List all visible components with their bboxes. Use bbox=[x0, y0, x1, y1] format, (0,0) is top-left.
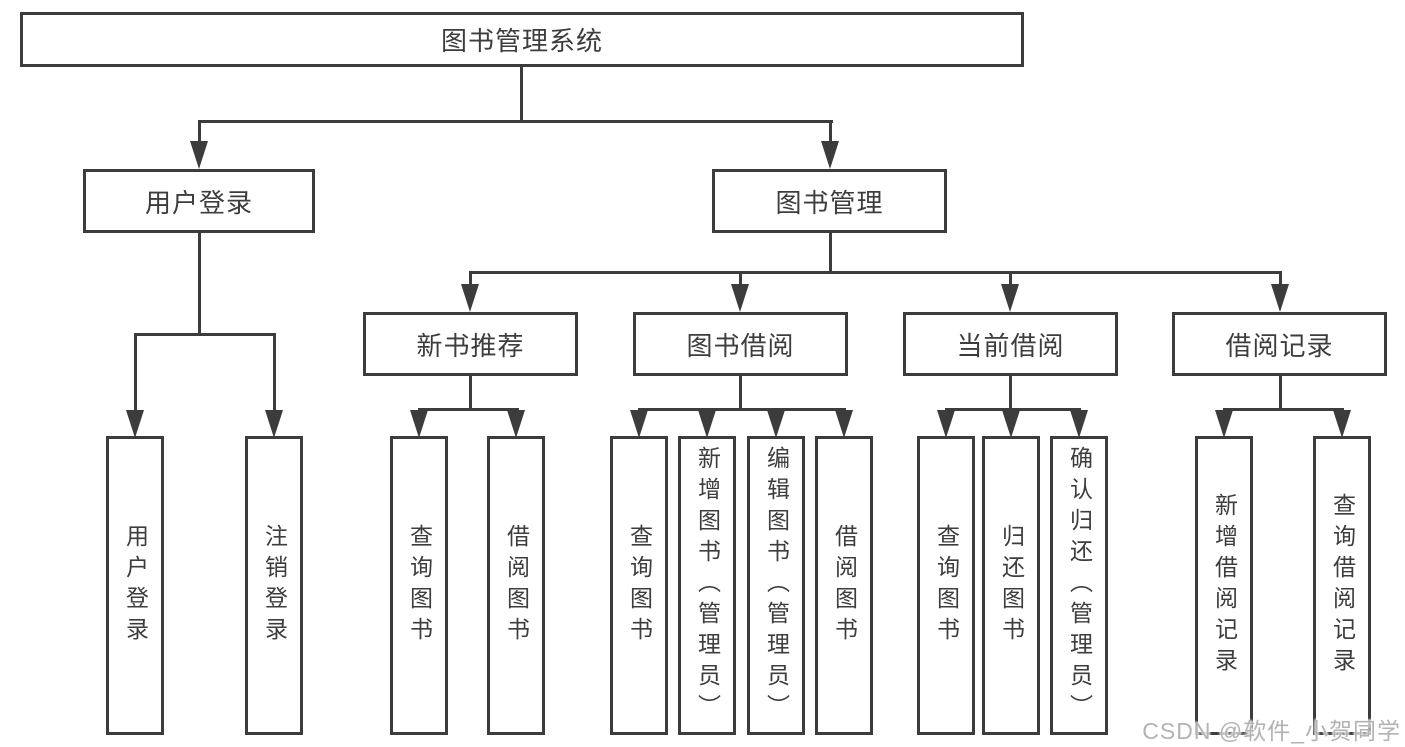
leaf-recommend-borrow-books: 借阅图书 bbox=[487, 436, 545, 735]
node-user-login: 用户登录 bbox=[83, 169, 315, 233]
node-borrow-records-label: 借阅记录 bbox=[1225, 330, 1334, 361]
connector-line bbox=[638, 408, 846, 411]
connector-line bbox=[1009, 376, 1012, 408]
leaf-recommend-borrow-books-label: 借阅图书 bbox=[503, 523, 530, 648]
arrowhead bbox=[731, 284, 749, 312]
leaf-confirm-return-admin: 确认归还（管理员） bbox=[1050, 436, 1108, 735]
connector-line bbox=[418, 408, 519, 411]
node-borrow-records: 借阅记录 bbox=[1172, 312, 1387, 376]
arrowhead bbox=[767, 410, 785, 438]
arrowhead bbox=[461, 284, 479, 312]
leaf-query-borrow-record-label: 查询借阅记录 bbox=[1329, 492, 1356, 679]
node-book-borrow: 图书借阅 bbox=[633, 312, 848, 376]
connector-line bbox=[469, 271, 1282, 274]
node-new-book-recommend-label: 新书推荐 bbox=[416, 330, 525, 361]
connector-line bbox=[1279, 271, 1282, 288]
leaf-borrow-books: 借阅图书 bbox=[815, 436, 873, 735]
arrowhead bbox=[1215, 410, 1233, 438]
connector-line bbox=[134, 333, 276, 336]
connector-line bbox=[739, 376, 742, 408]
connector-line bbox=[520, 67, 523, 123]
leaf-add-borrow-record: 新增借阅记录 bbox=[1195, 436, 1253, 735]
leaf-logout-label: 注销登录 bbox=[261, 523, 288, 648]
leaf-recommend-query-books: 查询图书 bbox=[390, 436, 448, 735]
connector-line bbox=[273, 333, 276, 411]
arrowhead bbox=[1002, 410, 1020, 438]
connector-line bbox=[829, 232, 832, 271]
connector-line bbox=[469, 376, 472, 408]
leaf-add-borrow-record-label: 新增借阅记录 bbox=[1211, 492, 1238, 679]
leaf-recommend-query-books-label: 查询图书 bbox=[406, 523, 433, 648]
arrowhead bbox=[1001, 284, 1019, 312]
node-book-management: 图书管理 bbox=[712, 169, 947, 233]
arrowhead bbox=[1271, 284, 1289, 312]
leaf-borrow-query-books-label: 查询图书 bbox=[626, 523, 653, 648]
leaf-edit-books-admin-label: 编辑图书（管理员） bbox=[763, 446, 790, 725]
connector-line bbox=[469, 271, 472, 288]
connector-line bbox=[1223, 408, 1344, 411]
leaf-return-books: 归还图书 bbox=[982, 436, 1040, 735]
leaf-user-login: 用户登录 bbox=[106, 436, 164, 735]
arrowhead bbox=[821, 141, 839, 169]
connector-line bbox=[829, 120, 832, 145]
arrowhead bbox=[835, 410, 853, 438]
leaf-edit-books-admin: 编辑图书（管理员） bbox=[747, 436, 805, 735]
arrowhead bbox=[698, 410, 716, 438]
connector-line bbox=[1009, 271, 1012, 288]
node-book-borrow-label: 图书借阅 bbox=[686, 330, 795, 361]
connector-line bbox=[1279, 376, 1282, 408]
arrowhead bbox=[1070, 410, 1088, 438]
node-current-borrow: 当前借阅 bbox=[903, 312, 1118, 376]
leaf-confirm-return-admin-label: 确认归还（管理员） bbox=[1066, 446, 1093, 725]
node-current-borrow-label: 当前借阅 bbox=[956, 330, 1065, 361]
connector-line bbox=[945, 408, 1081, 411]
leaf-add-books-admin-label: 新增图书（管理员） bbox=[694, 446, 721, 725]
leaf-logout: 注销登录 bbox=[245, 436, 303, 735]
arrowhead bbox=[507, 410, 525, 438]
connector-line bbox=[134, 333, 137, 411]
arrowhead bbox=[1333, 410, 1351, 438]
leaf-user-login-label: 用户登录 bbox=[122, 523, 149, 648]
connector-line bbox=[739, 271, 742, 288]
leaf-borrow-books-label: 借阅图书 bbox=[831, 523, 858, 648]
leaf-borrow-query-books: 查询图书 bbox=[610, 436, 668, 735]
arrowhead bbox=[410, 410, 428, 438]
connector-line bbox=[198, 232, 201, 336]
node-new-book-recommend: 新书推荐 bbox=[363, 312, 578, 376]
leaf-current-query-books-label: 查询图书 bbox=[933, 523, 960, 648]
connector-line bbox=[198, 120, 201, 145]
leaf-return-books-label: 归还图书 bbox=[998, 523, 1025, 648]
leaf-query-borrow-record: 查询借阅记录 bbox=[1313, 436, 1371, 735]
arrowhead bbox=[630, 410, 648, 438]
arrowhead bbox=[265, 410, 283, 438]
leaf-current-query-books: 查询图书 bbox=[917, 436, 975, 735]
node-user-login-label: 用户登录 bbox=[144, 187, 253, 218]
arrowhead bbox=[937, 410, 955, 438]
arrowhead bbox=[126, 410, 144, 438]
node-root-label: 图书管理系统 bbox=[440, 26, 603, 56]
watermark: CSDN @软件_小贺同学 bbox=[1142, 718, 1401, 744]
arrowhead bbox=[190, 141, 208, 169]
node-book-management-label: 图书管理 bbox=[775, 187, 884, 218]
connector-line bbox=[198, 120, 833, 123]
leaf-add-books-admin: 新增图书（管理员） bbox=[678, 436, 736, 735]
node-root: 图书管理系统 bbox=[20, 12, 1024, 67]
